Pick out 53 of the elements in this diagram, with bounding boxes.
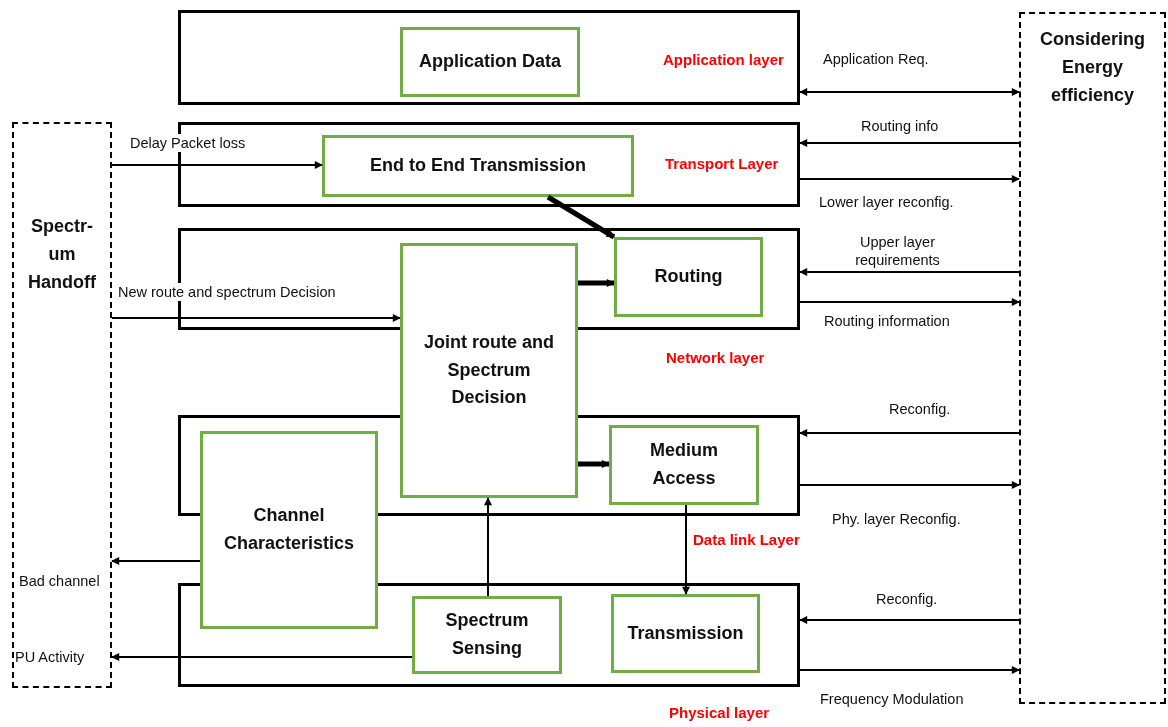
edge-label: Frequency Modulation: [820, 690, 964, 709]
arrow: [799, 429, 1020, 437]
node-label: Transmission: [627, 621, 744, 645]
arrow: [799, 175, 1020, 183]
arrow: [799, 666, 1020, 674]
process-box: [412, 596, 562, 674]
process-box: [609, 425, 759, 505]
layer-label: Physical layer: [669, 704, 770, 721]
edge-label: Routing info: [861, 117, 939, 136]
node-label: Routing: [654, 265, 723, 289]
edge-label: Delay Packet loss: [130, 134, 246, 153]
process-box: [322, 135, 634, 197]
edge-label: Reconfig.: [876, 590, 938, 609]
arrow: [111, 653, 413, 661]
arrow: [682, 504, 690, 595]
node-label: Spectrum Sensing: [444, 609, 530, 660]
arrow: [799, 88, 1020, 96]
arrow: [111, 557, 201, 565]
layer-band: [178, 10, 800, 105]
dashed-box: [1019, 12, 1166, 704]
arrow: [484, 497, 492, 597]
node-label: Application Data: [419, 50, 561, 74]
process-box: [400, 27, 580, 97]
process-box: [400, 243, 578, 498]
arrow: [799, 481, 1020, 489]
edge-label: Reconfig.: [889, 400, 951, 419]
node-label: End to End Transmission: [370, 154, 586, 178]
node-label: Considering Energy efficiency: [1039, 28, 1146, 107]
arrow: [578, 460, 610, 468]
edge-label: Routing information: [824, 312, 950, 331]
arrow: [799, 616, 1020, 624]
layer-label: Transport Layer: [665, 155, 779, 172]
arrow: [111, 161, 323, 169]
layer-label: Application layer: [663, 51, 784, 68]
process-box: [611, 594, 760, 673]
node-label: Joint route and Spectrum Decision: [423, 330, 555, 410]
process-box: [614, 237, 763, 317]
process-box: [200, 431, 378, 629]
layer-label: Data link Layer: [693, 531, 800, 548]
node-label: Channel Characteristics: [222, 504, 356, 555]
node-label: Medium Access: [649, 439, 719, 490]
node-label: Spectr- um Handoff: [27, 215, 97, 294]
edge-label: Lower layer reconfig.: [819, 193, 954, 212]
edge-label: PU Activity: [15, 648, 85, 667]
arrow: [111, 314, 401, 322]
edge-label: Phy. layer Reconfig.: [832, 510, 961, 529]
layer-label: Network layer: [666, 349, 765, 366]
arrow: [799, 268, 1020, 276]
arrow: [799, 139, 1020, 147]
arrow: [799, 298, 1020, 306]
edge-label: Application Req.: [823, 50, 929, 69]
arrow: [578, 279, 615, 287]
edge-label: New route and spectrum Decision: [118, 283, 336, 302]
